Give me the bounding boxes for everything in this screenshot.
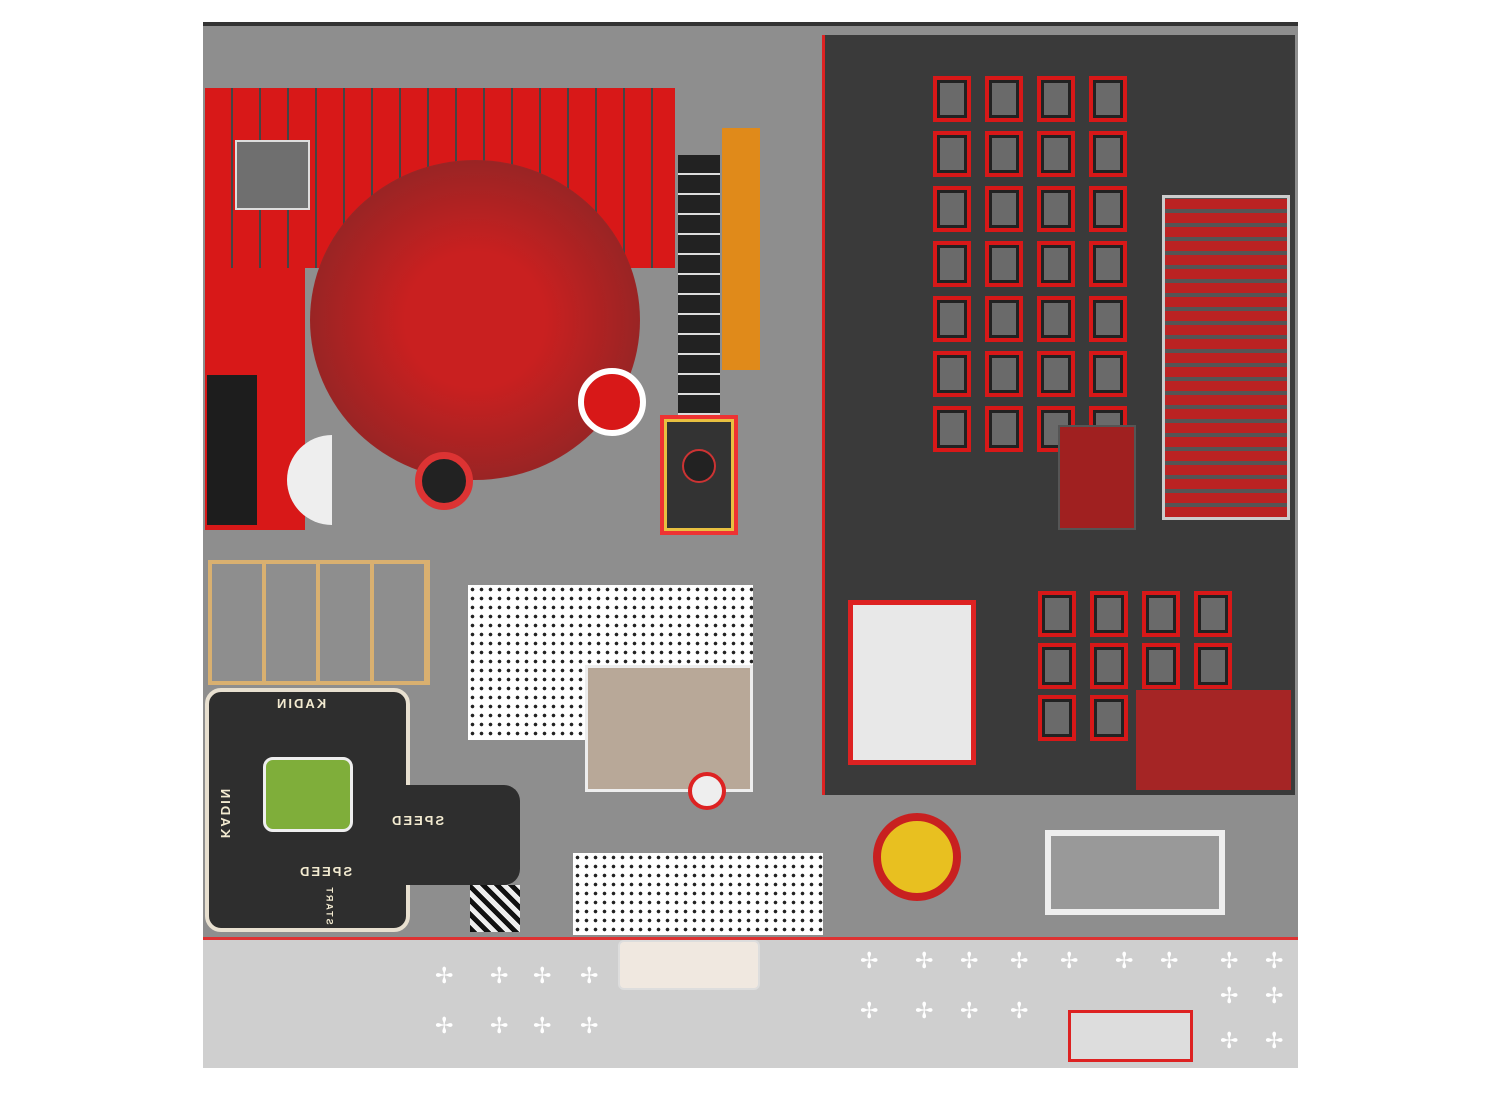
stool-icon: ✢ (1265, 1028, 1284, 1053)
round-tube (415, 452, 473, 510)
white-mats (848, 600, 976, 765)
stool-icon: ✢ (1220, 983, 1239, 1008)
stool-icon: ✢ (533, 963, 552, 988)
stool-icon: ✢ (490, 1013, 509, 1038)
trampoline-tile (937, 355, 967, 393)
trampoline-tile (1093, 190, 1123, 228)
stool-icon: ✢ (960, 948, 979, 973)
stool-icon: ✢ (1160, 948, 1179, 973)
trampoline-tile (989, 135, 1019, 173)
trampoline-tile (1042, 595, 1072, 633)
stool-icon: ✢ (1115, 948, 1134, 973)
slide-lane (678, 155, 720, 415)
track-label-kadin: KADIN (275, 696, 327, 711)
stool-icon: ✢ (580, 1013, 599, 1038)
track-label-speed-1: SPEED (390, 813, 445, 828)
trampoline-tile (1198, 647, 1228, 685)
stool-icon: ✢ (1220, 1028, 1239, 1053)
stool-icon: ✢ (860, 948, 879, 973)
foam-pit (1058, 425, 1136, 530)
trampoline-tile (937, 190, 967, 228)
stool-icon: ✢ (435, 1013, 454, 1038)
sand-pit (585, 665, 753, 792)
trampoline-tile (989, 300, 1019, 338)
track-label-start: START (324, 885, 335, 925)
stool-icon: ✢ (915, 998, 934, 1023)
trampoline-tile (1041, 355, 1071, 393)
trampoline-tile (1042, 699, 1072, 737)
stage-area (1045, 830, 1225, 915)
trampoline-tile (989, 410, 1019, 448)
ball-pit (310, 160, 640, 480)
round-target (578, 368, 646, 436)
stool-icon: ✢ (915, 948, 934, 973)
foam-pit-bottom (1136, 690, 1291, 790)
stool-icon: ✢ (1010, 948, 1029, 973)
dark-stairs (207, 375, 257, 525)
trampoline-tile (989, 245, 1019, 283)
trampoline-tile (1146, 647, 1176, 685)
trampoline-tile (1041, 80, 1071, 118)
grass-island (263, 757, 353, 832)
seating-area (573, 853, 823, 935)
trampoline-tile (1094, 699, 1124, 737)
orange-slide (722, 128, 760, 370)
trampoline-tile (1093, 355, 1123, 393)
trampoline-tile (1093, 300, 1123, 338)
track-label-kadin-side: KADIN (218, 786, 234, 839)
trampoline-tile (989, 190, 1019, 228)
trampoline-tile (937, 80, 967, 118)
striped-zone (470, 885, 520, 932)
stool-icon: ✢ (1265, 983, 1284, 1008)
stool-icon: ✢ (533, 1013, 552, 1038)
trampoline-tile (1198, 595, 1228, 633)
sun-feature (873, 813, 961, 901)
round-drum (688, 772, 726, 810)
fist-logo-icon (682, 449, 716, 483)
trampoline-tile (1094, 595, 1124, 633)
climbing-frame (208, 560, 430, 685)
stool-icon: ✢ (1060, 948, 1079, 973)
trampoline-tile (1093, 245, 1123, 283)
trampoline-tile (1042, 647, 1072, 685)
trampoline-tile (937, 300, 967, 338)
trampoline-tile (1041, 190, 1071, 228)
reception-counter (618, 940, 760, 990)
trampoline-tile (937, 410, 967, 448)
trampoline-tile (1041, 300, 1071, 338)
trampoline-tile (989, 80, 1019, 118)
net-cage (1162, 195, 1290, 520)
trampoline-tile (937, 135, 967, 173)
trampoline-tile (1041, 245, 1071, 283)
stool-icon: ✢ (1265, 948, 1284, 973)
stool-icon: ✢ (1220, 948, 1239, 973)
trampoline-tile (1094, 647, 1124, 685)
stool-icon: ✢ (860, 998, 879, 1023)
logo-mat (660, 415, 738, 535)
trampoline-tile (937, 245, 967, 283)
front-counter (1068, 1010, 1193, 1062)
stool-icon: ✢ (435, 963, 454, 988)
trampoline-tile (1093, 80, 1123, 118)
trampoline-tile (1041, 135, 1071, 173)
stool-icon: ✢ (1010, 998, 1029, 1023)
stool-icon: ✢ (490, 963, 509, 988)
kart-track-extension (380, 785, 520, 885)
net-platform (235, 140, 310, 210)
trampoline-tile (1146, 595, 1176, 633)
track-label-speed-2: SPEED (298, 864, 353, 879)
trampoline-tile (989, 355, 1019, 393)
stool-icon: ✢ (580, 963, 599, 988)
trampoline-tile (1093, 135, 1123, 173)
stool-icon: ✢ (960, 998, 979, 1023)
